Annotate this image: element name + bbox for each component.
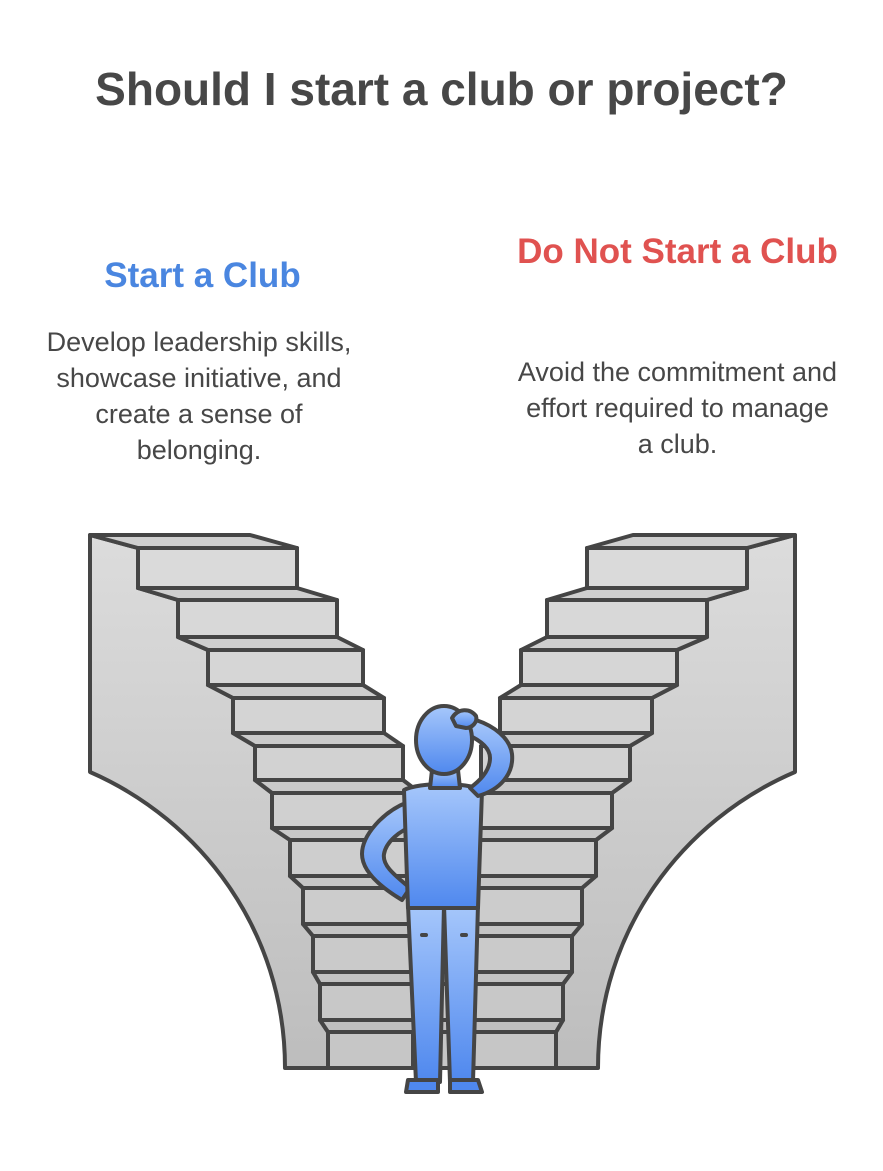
- person-hand: [450, 708, 479, 730]
- person-right-shoe: [448, 1078, 484, 1094]
- option-description: Avoid the commitment and effort required…: [517, 357, 838, 459]
- person-left-leg: [406, 903, 446, 1084]
- option-heading: Start a Club: [104, 256, 301, 295]
- person-right-leg: [442, 903, 480, 1084]
- page-title: Should I start a club or project?: [95, 63, 788, 115]
- option-description: Develop leadership skills, showcase init…: [46, 327, 352, 465]
- option-heading: Do Not Start a Club: [517, 232, 838, 271]
- person-left-shoe: [404, 1078, 440, 1094]
- person-figure: [360, 704, 515, 1094]
- person-torso: [402, 782, 484, 910]
- person-left-arm: [360, 800, 416, 902]
